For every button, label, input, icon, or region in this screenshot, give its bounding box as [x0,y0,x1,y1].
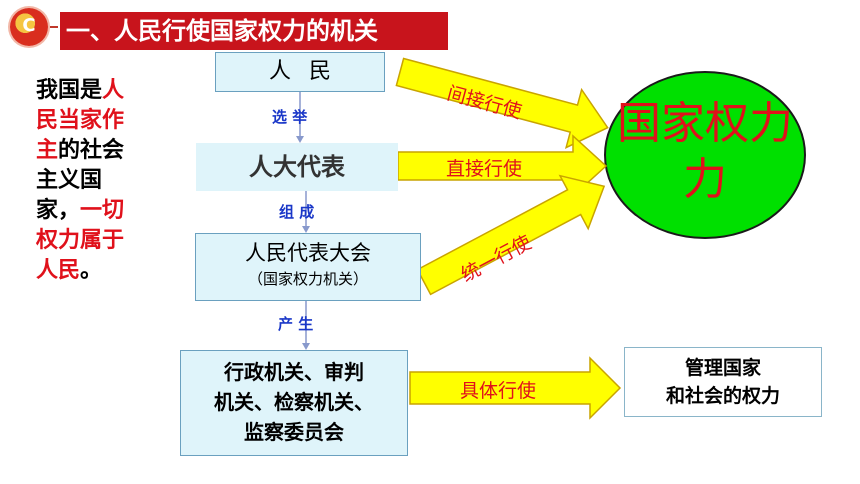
arrow-indirect [395,57,609,149]
statement-part-1: 我国是 [36,78,103,103]
state-power-line-1: 国家权力 [617,98,793,149]
organs-line-3: 监察委员会 [244,420,344,444]
page-title: 一、人民行使国家权力的机关 [60,12,448,50]
manage-line-1: 管理国家 [684,357,761,379]
logo-icon [10,8,48,46]
state-power-label: 国家权力 力 [610,96,800,208]
node-organs: 行政机关、审判 机关、检察机关、 监察委员会 [180,350,408,456]
arrow-unified [416,174,606,296]
connector-head-produce [302,343,310,350]
connector-head-elect [296,136,304,143]
congress-main-label: 人民代表大会 [245,241,371,265]
arrow-specific [409,356,622,420]
node-people: 人民 [215,52,385,92]
left-statement: 我国是人民当家作主的社会主义国家，一切权力属于人民。 [36,76,128,286]
node-representatives: 人大代表 [196,143,398,191]
arrow-direct [397,134,608,198]
node-congress: 人民代表大会 （国家权力机关） [195,233,421,301]
organs-line-1: 行政机关、审判 [224,360,364,384]
title-decoration [50,26,58,28]
connector-label-compose: 组 成 [279,203,315,221]
statement-part-2: 人民当家作主 [36,78,125,163]
congress-sub-label: （国家权力机关） [247,270,368,288]
connector-label-produce: 产 生 [278,315,314,333]
arrow-label-direct: 直接行使 [446,158,523,180]
logo-mark-icon: C [22,15,36,36]
connector-head-compose [302,226,310,233]
node-manage-power: 管理国家 和社会的权力 [624,347,822,417]
statement-part-3: 的社会主义国家， [36,138,125,223]
organs-line-2: 机关、检察机关、 [214,390,374,414]
state-power-line-2: 力 [683,154,727,205]
manage-line-2: 和社会的权力 [665,385,780,407]
connector-label-elect: 选 举 [272,108,308,126]
state-power-circle [604,71,806,239]
statement-part-5: 。 [80,258,103,283]
arrow-label-specific: 具体行使 [460,380,537,402]
statement-part-4: 一切权力属于人民 [36,198,125,283]
